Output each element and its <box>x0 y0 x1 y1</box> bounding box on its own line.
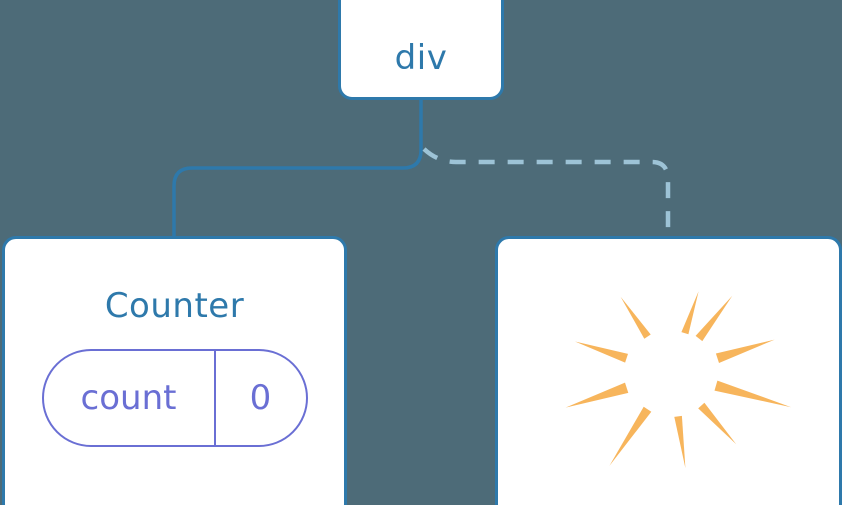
sparkle-ray <box>695 295 733 342</box>
state-pill[interactable]: count 0 <box>41 349 308 447</box>
sparkle-ray <box>565 382 629 408</box>
state-value-text: 0 <box>249 378 272 418</box>
sparkle-ray <box>575 341 628 363</box>
sparkle-burst-icon <box>565 291 792 469</box>
edge-div-to-counter <box>172 98 423 240</box>
node-counter-label: Counter <box>104 286 245 326</box>
edge-div-to-sparkle <box>422 147 671 238</box>
state-key-text: count <box>80 378 177 418</box>
sparkle-ray <box>674 415 686 469</box>
state-pill-key: count <box>44 351 216 445</box>
sparkle-ray <box>698 402 737 445</box>
node-div[interactable]: div <box>338 0 504 100</box>
sparkle-ray <box>715 339 775 363</box>
sparkle-ray <box>681 291 699 335</box>
node-div-label: div <box>394 38 448 78</box>
sparkle-ray <box>620 296 651 339</box>
node-counter[interactable]: Counter count 0 <box>2 236 347 505</box>
state-pill-value: 0 <box>216 351 306 445</box>
node-sparkle[interactable] <box>495 236 842 505</box>
sparkle-ray <box>609 406 652 466</box>
sparkle-ray <box>714 380 792 408</box>
